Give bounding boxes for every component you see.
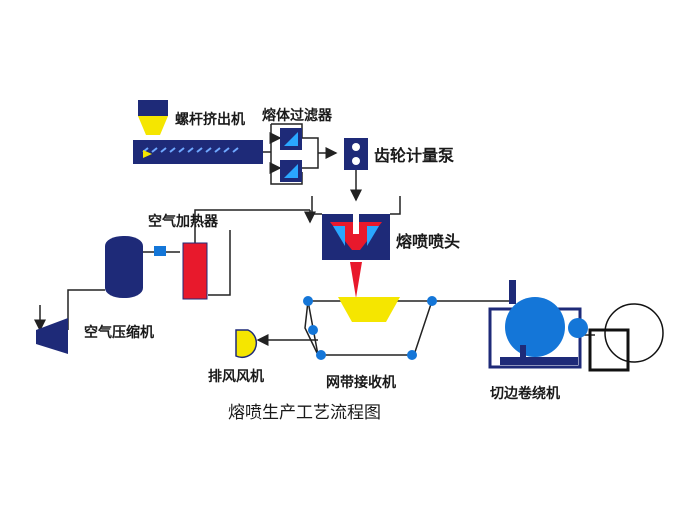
label-melt-filter: 熔体过滤器: [262, 107, 333, 124]
melt-filter: [280, 128, 302, 182]
label-edge-cutting-winder: 切边卷绕机: [490, 385, 560, 402]
gear-metering-pump: [344, 138, 368, 170]
diagram-title: 熔喷生产工艺流程图: [228, 403, 381, 423]
label-screw-extruder: 螺杆挤出机: [175, 111, 245, 128]
label-air-compressor: 空气压缩机: [84, 324, 154, 341]
label-gear-metering-pump: 齿轮计量泵: [374, 146, 454, 165]
label-mesh-belt-receiver: 网带接收机: [326, 374, 396, 391]
meltblown-die: [322, 214, 390, 298]
air-tank: [105, 236, 143, 298]
air-heater: [154, 242, 208, 300]
label-meltblown-die: 熔喷喷头: [396, 232, 460, 251]
label-air-heater: 空气加热器: [148, 213, 219, 230]
mesh-belt-receiver: [303, 296, 437, 360]
exhaust-fan: [235, 329, 258, 359]
edge-cutting-winder: [488, 280, 664, 372]
screw-extruder: [133, 100, 263, 164]
label-exhaust-fan: 排风风机: [208, 368, 264, 385]
air-compressor: [36, 318, 68, 354]
